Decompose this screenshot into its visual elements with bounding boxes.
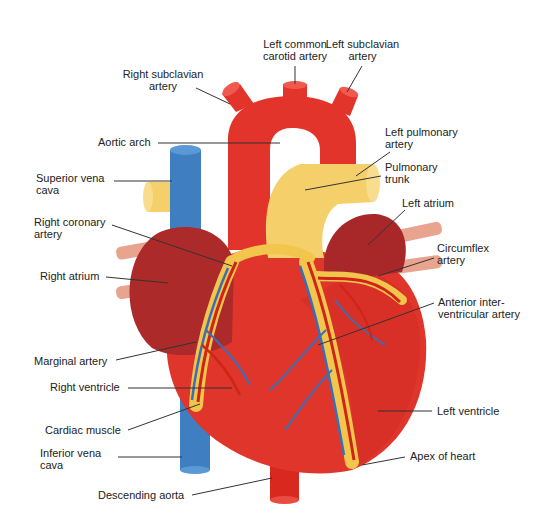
leader-line [192, 478, 272, 495]
vessel-end [180, 466, 210, 474]
right-coronary-artery [198, 262, 236, 402]
part-label: Anterior inter- ventricular artery [438, 296, 538, 320]
part-label: Cardiac muscle [45, 424, 121, 436]
vessel-end [170, 145, 201, 155]
part-label: Marginal artery [34, 355, 107, 367]
vessel-end [366, 164, 380, 202]
leader-line [305, 176, 381, 190]
leader-line [347, 66, 362, 92]
leader-line [368, 210, 405, 245]
part-label: Right subclavian artery [118, 68, 208, 92]
circumflex-artery [318, 278, 400, 302]
part-label: Left pulmonary artery [385, 126, 470, 150]
leader-line [106, 277, 168, 283]
leader-line [118, 457, 182, 458]
part-label: Left subclavian artery [320, 38, 405, 62]
part-label: Pulmonary trunk [385, 161, 447, 185]
leader-line [158, 143, 280, 144]
part-label: Superior vena cava [36, 172, 114, 196]
part-label: Left common carotid artery [255, 38, 335, 62]
leader-line [112, 225, 232, 266]
leader-line [128, 404, 200, 430]
leader-line [116, 342, 196, 360]
part-label: Left atrium [402, 197, 454, 209]
leader-line [114, 181, 172, 182]
part-label: Apex of heart [410, 450, 475, 462]
vessel-end [143, 182, 153, 212]
part-label: Left ventricle [437, 405, 499, 417]
cardiac-vein [270, 300, 385, 430]
part-label: Descending aorta [98, 489, 184, 501]
vessel-end [270, 496, 299, 504]
leader-line [362, 457, 405, 465]
part-label: Right ventricle [50, 381, 120, 393]
cardiac-vein [206, 330, 250, 385]
epicardial-fat [236, 249, 310, 258]
part-label: Right coronary artery [34, 216, 114, 240]
part-label: Right atrium [40, 270, 99, 282]
vessel-end [220, 79, 242, 99]
leader-line [378, 411, 432, 412]
cardiac-vein [300, 266, 344, 455]
vessel-end [338, 85, 360, 100]
leader-line [356, 152, 390, 176]
part-label: Inferior vena cava [40, 447, 115, 471]
epicardial-fat [306, 262, 352, 462]
leader-line [196, 88, 230, 104]
leader-line [295, 66, 296, 84]
leader-line [318, 303, 434, 345]
leader-line [378, 258, 434, 276]
part-label: Aortic arch [98, 136, 151, 148]
part-label: Circumflex artery [437, 242, 499, 266]
pulmonary-trunk [266, 164, 374, 258]
leader-line [128, 388, 232, 389]
